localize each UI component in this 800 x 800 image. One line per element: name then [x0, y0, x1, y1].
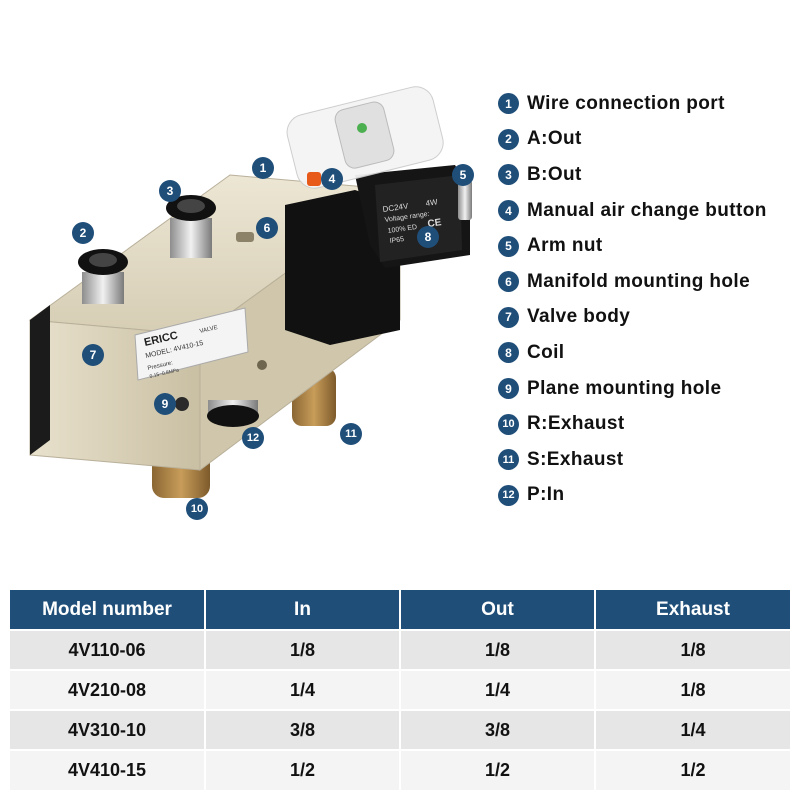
legend-number: 12 — [498, 484, 519, 506]
cell-model: 4V210-08 — [10, 669, 206, 710]
table-row: 4V110-06 1/8 1/8 1/8 — [10, 629, 790, 670]
cell-exhaust: 1/2 — [595, 749, 790, 790]
legend-label: Arm nut — [527, 235, 603, 257]
table-header-row: Model number In Out Exhaust — [10, 590, 790, 630]
coil-power: 4W — [425, 197, 439, 208]
legend-number: 5 — [498, 235, 519, 257]
coil: DC24V 4W Voltage range: 100% ED CE IP65 — [355, 165, 472, 268]
legend-number: 11 — [498, 449, 519, 471]
cell-model: 4V410-15 — [10, 749, 206, 790]
callout-2: 2 — [72, 222, 94, 244]
cell-exhaust: 1/8 — [595, 629, 790, 670]
valve-illustration: ERICC VALVE MODEL: 4V410-15 Pressure: 0.… — [0, 0, 490, 540]
callout-8: 8 — [417, 226, 439, 248]
legend-item: 5 Arm nut — [498, 228, 798, 264]
fitting-a — [78, 249, 128, 304]
wire-connector — [286, 86, 444, 189]
legend-item: 2 A:Out — [498, 122, 798, 158]
coil-ed: 100% ED — [387, 224, 417, 235]
callout-1: 1 — [252, 157, 274, 179]
legend-label: Wire connection port — [527, 92, 725, 114]
legend-number: 7 — [498, 306, 519, 328]
legend-item: 12 P:In — [498, 478, 798, 514]
label-plate: ERICC VALVE MODEL: 4V410-15 Pressure: 0.… — [134, 307, 249, 381]
cell-in: 1/4 — [205, 669, 401, 710]
legend-number: 2 — [498, 128, 519, 150]
fitting-b — [166, 195, 216, 258]
callout-11: 11 — [340, 423, 362, 445]
legend-label: P:In — [527, 484, 565, 506]
header-model: Model number — [10, 590, 206, 630]
cell-exhaust: 1/4 — [595, 709, 790, 750]
coil-ip: IP65 — [389, 236, 404, 245]
cell-out: 1/2 — [400, 749, 596, 790]
legend-item: 4 Manual air change button — [498, 193, 798, 229]
table-row: 4V210-08 1/4 1/4 1/8 — [10, 669, 790, 710]
header-exhaust: Exhaust — [595, 590, 790, 630]
legend-number: 4 — [498, 200, 519, 222]
manual-button — [307, 172, 321, 186]
legend-item: 8 Coil — [498, 335, 798, 371]
table-row: 4V310-10 3/8 3/8 1/4 — [10, 709, 790, 750]
legend-item: 9 Plane mounting hole — [498, 371, 798, 407]
pressure-text: Pressure: — [147, 360, 174, 372]
callout-4: 4 — [321, 168, 343, 190]
cell-out: 3/8 — [400, 709, 596, 750]
callout-9: 9 — [154, 393, 176, 415]
legend-item: 6 Manifold mounting hole — [498, 264, 798, 300]
callout-5: 5 — [452, 164, 474, 186]
callout-3: 3 — [159, 180, 181, 202]
legend-label: S:Exhaust — [527, 448, 624, 470]
callout-12: 12 — [242, 427, 264, 449]
cell-in: 1/2 — [205, 749, 401, 790]
cell-model: 4V110-06 — [10, 629, 206, 670]
legend-label: Plane mounting hole — [527, 377, 722, 399]
legend-label: A:Out — [527, 128, 582, 150]
coil-voltage: DC24V — [382, 201, 409, 214]
legend-number: 10 — [498, 413, 519, 435]
valve-drawing: ERICC VALVE MODEL: 4V410-15 Pressure: 0.… — [28, 86, 472, 498]
legend-number: 6 — [498, 271, 519, 293]
legend-number: 9 — [498, 378, 519, 400]
legend-item: 10 R:Exhaust — [498, 406, 798, 442]
legend-item: 1 Wire connection port — [498, 86, 798, 122]
legend-item: 3 B:Out — [498, 157, 798, 193]
callout-7: 7 — [82, 344, 104, 366]
callout-6: 6 — [256, 217, 278, 239]
cell-out: 1/8 — [400, 629, 596, 670]
fitting-p — [207, 400, 259, 427]
cell-model: 4V310-10 — [10, 709, 206, 750]
legend-label: B:Out — [527, 163, 582, 185]
legend-label: R:Exhaust — [527, 413, 625, 435]
header-in: In — [205, 590, 401, 630]
legend-label: Manual air change button — [527, 199, 767, 221]
table-row: 4V410-15 1/2 1/2 1/2 — [10, 749, 790, 790]
legend-number: 3 — [498, 164, 519, 186]
legend-label: Coil — [527, 341, 565, 363]
cell-in: 1/8 — [205, 629, 401, 670]
legend-item: 11 S:Exhaust — [498, 442, 798, 478]
spec-table: Model number In Out Exhaust 4V110-06 1/8… — [10, 590, 790, 790]
header-out: Out — [400, 590, 596, 630]
valve-text: VALVE — [199, 325, 218, 335]
legend-number: 8 — [498, 342, 519, 364]
legend-label: Manifold mounting hole — [527, 270, 751, 292]
cell-exhaust: 1/8 — [595, 669, 790, 710]
legend-item: 7 Valve body — [498, 300, 798, 336]
legend-label: Valve body — [527, 306, 631, 328]
cell-in: 3/8 — [205, 709, 401, 750]
legend-number: 1 — [498, 93, 519, 115]
cell-out: 1/4 — [400, 669, 596, 710]
callout-10: 10 — [186, 498, 208, 520]
